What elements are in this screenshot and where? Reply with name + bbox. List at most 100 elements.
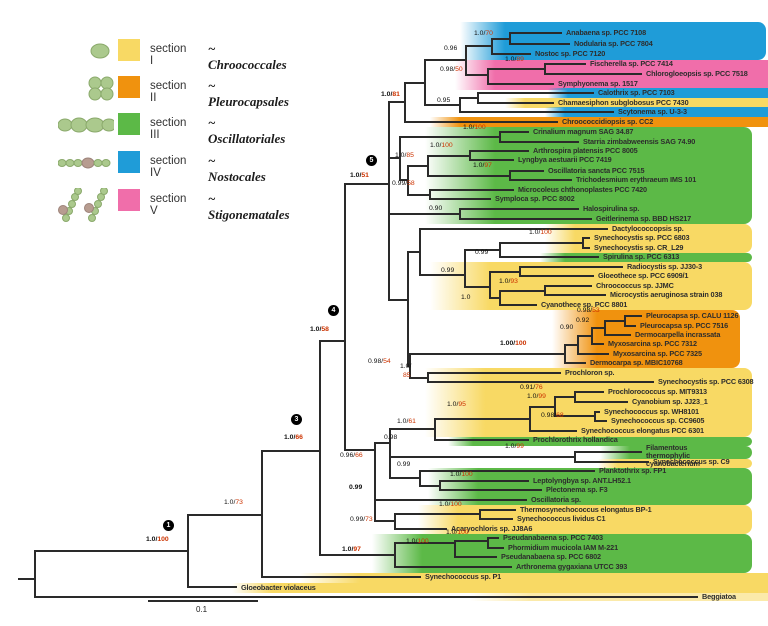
filament-morphology-icon <box>57 112 117 138</box>
branch-line <box>460 208 579 210</box>
taxon-label: Microcystis aeruginosa strain 038 <box>610 290 723 299</box>
taxon-label: Synechococcus sp. WH8101 <box>604 407 699 416</box>
branch-line <box>429 189 431 200</box>
branch-line <box>624 315 626 327</box>
taxon-label: Symphyonema sp. 1517 <box>558 79 638 88</box>
support-value: 1.0/85 <box>395 152 414 159</box>
section-1-color-swatch <box>118 39 140 61</box>
taxon-label: Chamaesiphon subglobosus PCC 7430 <box>558 98 689 107</box>
taxon-label: Phormidium mucicola IAM M-221 <box>508 543 618 552</box>
support-value: 1.0/89 <box>505 56 524 63</box>
branch-line <box>575 461 649 463</box>
section-3-color-swatch <box>118 113 140 135</box>
branch-line <box>487 537 489 549</box>
branch-line <box>262 450 320 452</box>
support-value: 1.0/70 <box>474 30 493 37</box>
support-value: 1.0/100 <box>529 229 552 236</box>
support-value: 0.99/58 <box>392 180 415 187</box>
support-value: 0.98/54 <box>368 358 391 365</box>
branch-line <box>582 237 584 249</box>
branch-line <box>430 198 491 200</box>
support-value: 1.0/99 <box>527 393 546 400</box>
branch-line <box>424 59 426 106</box>
branch-line <box>34 550 36 598</box>
branch-line <box>420 274 465 276</box>
branch-line <box>500 141 579 143</box>
branch-line <box>520 275 594 277</box>
branch-line <box>395 566 512 568</box>
branch-line <box>530 406 555 408</box>
branch-line <box>410 377 428 379</box>
taxon-label: Cyanobium sp. JJ23_1 <box>632 397 708 406</box>
branch-line <box>410 353 565 355</box>
support-value: 0.96/66 <box>340 452 363 459</box>
taxon-label: Pseudanabaena sp. PCC 7403 <box>503 533 603 542</box>
taxon-label: Cyanothece sp. PCC 8801 <box>541 300 628 309</box>
section-band-green <box>600 446 752 459</box>
branch-line <box>405 121 558 123</box>
support-value: 1.0/81 <box>381 91 400 98</box>
baeocyte-morphology-icon <box>58 75 114 101</box>
branch-line <box>578 353 609 355</box>
support-value: 1.0/97 <box>342 546 361 553</box>
branch-line <box>565 362 586 364</box>
branch-line <box>375 442 390 444</box>
branch-line <box>408 365 410 367</box>
branch-line <box>440 489 542 491</box>
support-value: 1.00/100 <box>500 340 527 347</box>
section-1-label: section I <box>150 43 187 67</box>
branch-line <box>434 418 436 441</box>
branch-line <box>320 340 345 342</box>
branch-line <box>459 208 461 220</box>
support-value: 0.99/73 <box>350 516 373 523</box>
support-value: 1.0/97 <box>473 162 492 169</box>
support-value: 0.96 <box>444 45 458 52</box>
branch-line <box>319 340 321 556</box>
taxon-label: Pseudanabaena sp. PCC 6802 <box>501 552 601 561</box>
section-band-green <box>428 468 752 505</box>
branch-line <box>469 150 471 161</box>
taxon-label: Microcoleus chthonoplastes PCC 7420 <box>518 185 647 194</box>
section-band-yellow <box>418 505 752 534</box>
node-marker-1: 1 <box>163 520 174 531</box>
branch-line <box>439 480 441 491</box>
branch-line <box>408 165 428 167</box>
branch-line <box>425 59 466 61</box>
support-value: 1.0/73 <box>224 499 243 506</box>
branch-line <box>459 97 461 113</box>
branch-line <box>389 157 400 159</box>
taxon-label: Gloeobacter violaceus <box>241 583 316 592</box>
order-oscillatoriales-label: ~ Oscillatoriales <box>208 115 286 146</box>
branch-line <box>499 290 501 306</box>
support-value: 1.0/100 <box>446 529 469 536</box>
branch-line <box>394 542 396 568</box>
section-2-color-swatch <box>118 76 140 98</box>
branch-line <box>389 101 405 103</box>
branch-line <box>420 228 608 230</box>
taxon-label: Arthronema gygaxiana UTCC 393 <box>516 562 628 571</box>
taxon-label: Fischerella sp. PCC 7414 <box>590 59 673 68</box>
support-value: 1.0/93 <box>499 278 518 285</box>
branch-line <box>510 179 572 181</box>
taxon-label: Synechococcus sp. C9 <box>653 457 730 466</box>
section-band-yellow <box>598 459 752 468</box>
branch-line <box>491 38 493 55</box>
taxon-label: Myxosarcina sp. PCC 7312 <box>608 339 697 348</box>
branch-line <box>466 45 492 47</box>
branch-line <box>320 554 395 556</box>
support-value: 0.90 <box>560 324 574 331</box>
branch-line <box>428 155 470 157</box>
branch-line <box>374 442 376 522</box>
taxon-label: Dactylococcopsis sp. <box>612 224 684 233</box>
support-value: 1.0/100 <box>450 471 473 478</box>
branch-line <box>470 150 529 152</box>
branch-line <box>400 136 500 138</box>
order-chroococcales-label: ~ Chroococcales <box>208 41 287 72</box>
support-value: 1.0/95 <box>447 401 466 408</box>
taxon-label: Halospirulina sp. <box>583 204 640 213</box>
branch-line <box>408 251 420 253</box>
branch-line <box>375 520 395 522</box>
branch-line <box>390 456 575 458</box>
section-3-label: section III <box>150 117 187 141</box>
support-value: 0.99 <box>475 249 489 256</box>
